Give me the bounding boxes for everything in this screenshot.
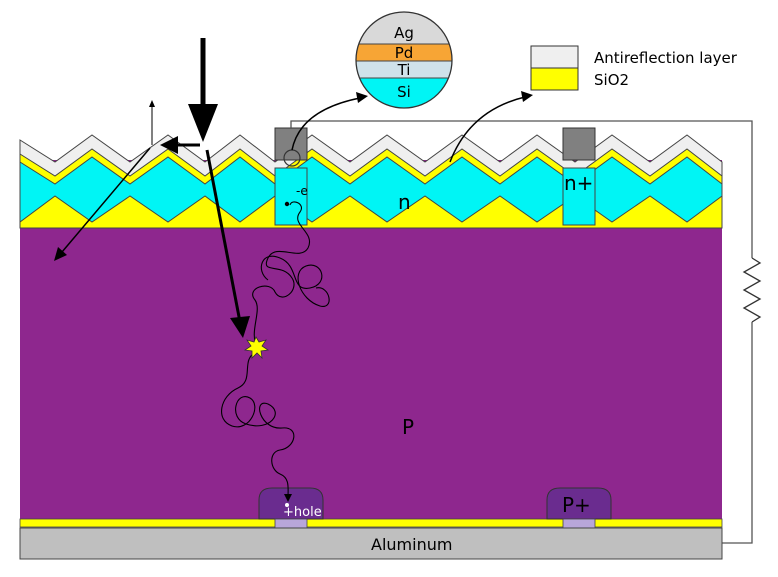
legend-label-antireflection: Antireflection layer [594,49,738,67]
p-plus-region-left [258,487,324,520]
label-aluminum: Aluminum [371,535,452,554]
label-p-plus: P+ [562,493,591,517]
callout-arrow-legend [449,96,526,163]
reflected-ray-head [160,136,178,154]
front-contact-right [562,127,596,161]
resistor [742,257,762,323]
callout-arrow-legend-head [521,91,533,102]
stack-label-ag: Ag [394,24,414,42]
callout-arrow-stack-head [356,92,368,103]
spark-icon [243,336,270,360]
legend-label-sio2: SiO2 [594,71,629,89]
refracted-ray-head [230,316,250,338]
stack-label-ti: Ti [397,61,411,79]
n-plus-well-left [274,167,308,226]
hole-label: +hole [283,505,322,520]
p-plus-region-right [546,487,612,520]
legend-swatch-sio2 [530,67,579,91]
aluminum-layer [19,527,723,560]
label-n-plus: n+ [564,171,593,195]
hole-dot [285,503,289,507]
refracted-ray [205,149,242,323]
stack-layer-ti [356,61,452,78]
back-contact-left [274,518,308,529]
external-circuit-wire [290,120,753,544]
hole-path-head [284,494,292,502]
callout-arrow-stack [291,97,361,151]
surface-normal-head [149,100,155,107]
label-p: P [402,415,414,439]
hole-path [221,351,295,499]
electron-label: -e [296,184,308,198]
n-plus-well-right [562,167,596,226]
front-contact-left [274,127,308,161]
stack-layer-pd [356,44,452,61]
incident-light-arrow-head [188,104,218,142]
scattered-ray [61,147,151,253]
legend: Antireflection layer SiO2 [530,45,738,91]
back-sio2-layer [19,518,723,528]
stack-label-si: Si [397,83,411,101]
legend-swatch-antireflection [530,45,579,69]
scattered-ray-head [54,247,67,261]
electron-path [252,201,311,346]
label-n: n [398,190,411,214]
electron-path-loops [260,255,330,307]
stack-label-pd: Pd [395,44,414,62]
electron-dot [284,201,290,207]
back-contact-right [562,518,596,529]
n-layer [19,156,723,223]
